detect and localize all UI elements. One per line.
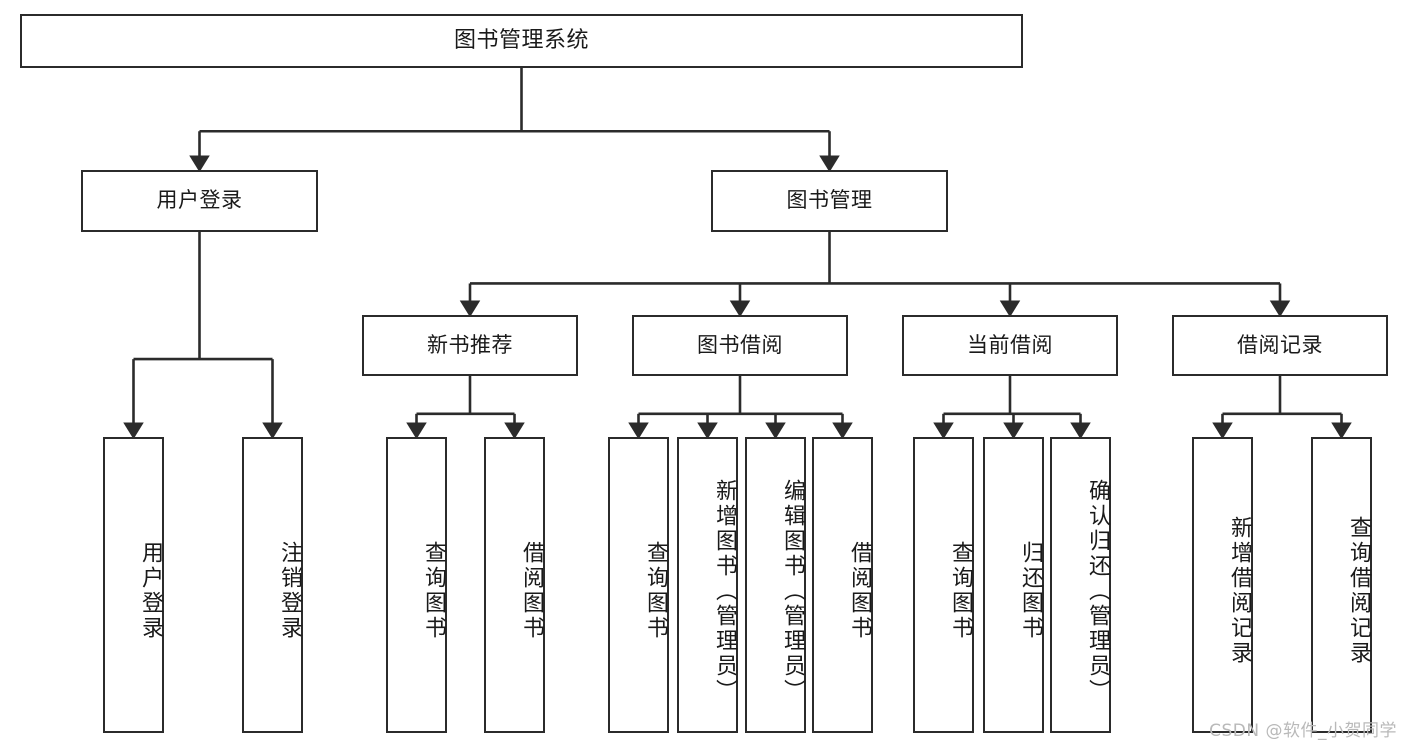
node-label: 查询图书: [643, 541, 668, 641]
node-new-book-recommendation[interactable]: 新书推荐: [362, 315, 578, 376]
node-label: 归还图书: [1018, 541, 1043, 641]
node-label: 新增图书（管理员）: [712, 478, 737, 704]
watermark-text: CSDN @软件_小贺同学: [1209, 721, 1397, 741]
node-label: 用户登录: [138, 541, 163, 641]
node-label: 查询借阅记录: [1346, 516, 1371, 666]
leaf-user-login[interactable]: 用户登录: [103, 437, 164, 733]
leaf-borrow-books-recommend[interactable]: 借阅图书: [484, 437, 545, 733]
node-label: 注销登录: [277, 541, 302, 641]
node-label: 借阅记录: [1237, 332, 1323, 357]
leaf-return-book[interactable]: 归还图书: [983, 437, 1044, 733]
node-label: 当前借阅: [967, 332, 1053, 357]
node-root-book-management-system[interactable]: 图书管理系统: [20, 14, 1023, 68]
leaf-add-book-admin[interactable]: 新增图书（管理员）: [677, 437, 738, 733]
leaf-query-books-borrowing[interactable]: 查询图书: [608, 437, 669, 733]
node-book-borrowing[interactable]: 图书借阅: [632, 315, 848, 376]
node-user-login[interactable]: 用户登录: [81, 170, 318, 232]
node-label: 查询图书: [948, 541, 973, 641]
node-label: 借阅图书: [847, 541, 872, 641]
leaf-add-borrow-record[interactable]: 新增借阅记录: [1192, 437, 1253, 733]
leaf-query-books-recommend[interactable]: 查询图书: [386, 437, 447, 733]
leaf-borrow-book[interactable]: 借阅图书: [812, 437, 873, 733]
node-current-borrowing[interactable]: 当前借阅: [902, 315, 1118, 376]
node-borrow-records[interactable]: 借阅记录: [1172, 315, 1388, 376]
node-book-management[interactable]: 图书管理: [711, 170, 948, 232]
node-label: 借阅图书: [519, 541, 544, 641]
node-label: 图书借阅: [697, 332, 783, 357]
node-label: 图书管理系统: [453, 27, 589, 53]
node-label: 图书管理: [786, 188, 873, 213]
node-label: 确认归还（管理员）: [1085, 478, 1110, 704]
node-label: 查询图书: [421, 541, 446, 641]
leaf-edit-book-admin[interactable]: 编辑图书（管理员）: [745, 437, 806, 733]
leaf-query-borrow-record[interactable]: 查询借阅记录: [1311, 437, 1372, 733]
leaf-confirm-return-admin[interactable]: 确认归还（管理员）: [1050, 437, 1111, 733]
leaf-logout[interactable]: 注销登录: [242, 437, 303, 733]
node-label: 编辑图书（管理员）: [780, 478, 805, 704]
node-label: 新书推荐: [427, 332, 513, 357]
node-label: 用户登录: [156, 188, 243, 213]
leaf-query-books-current[interactable]: 查询图书: [913, 437, 974, 733]
node-label: 新增借阅记录: [1227, 516, 1252, 666]
